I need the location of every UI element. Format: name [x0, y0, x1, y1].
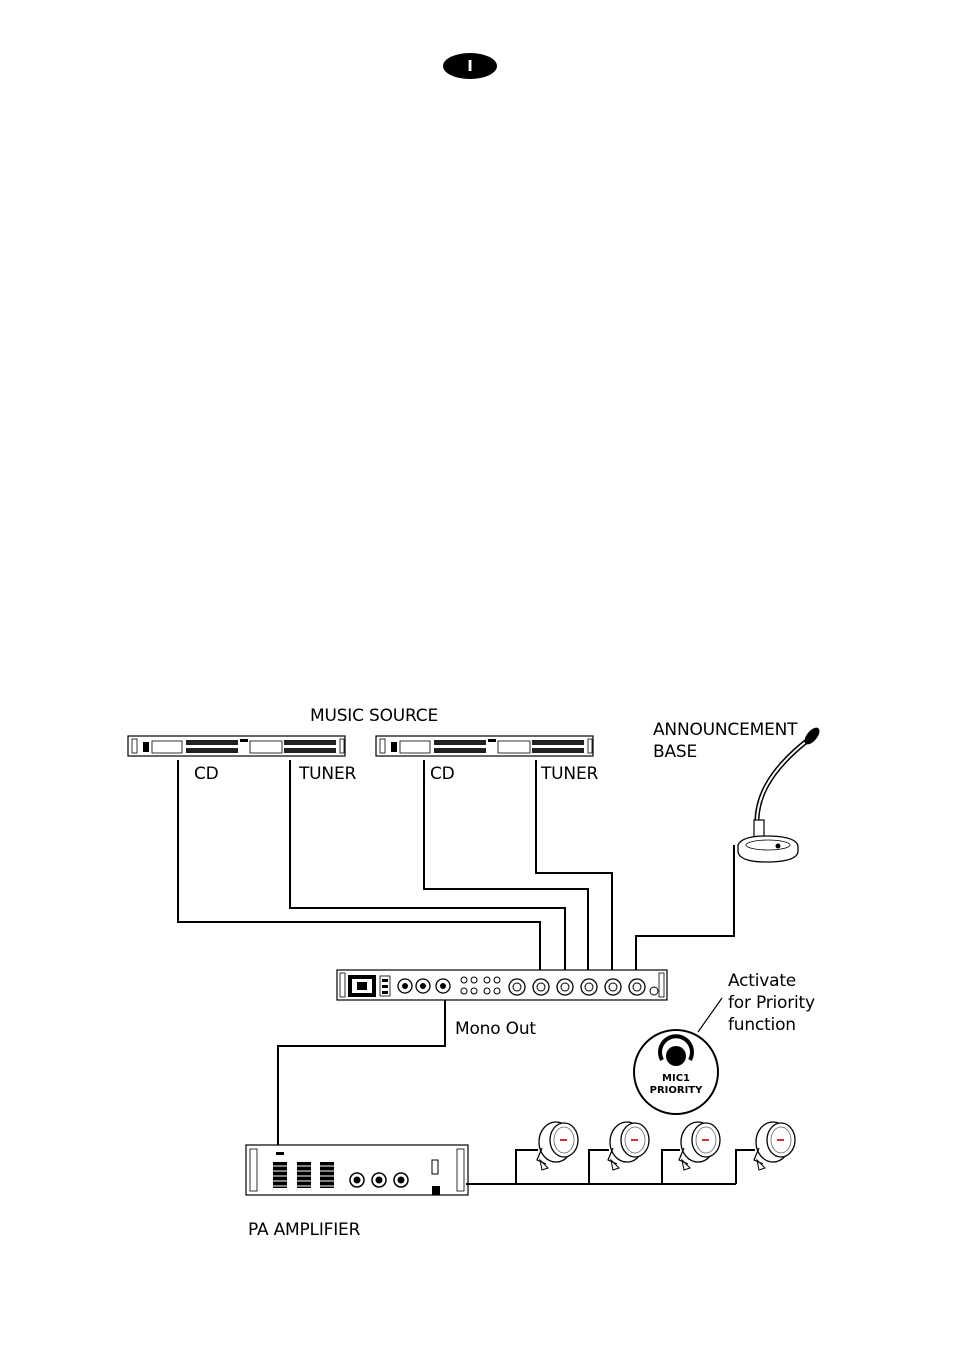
cd-label-2: CD: [430, 764, 455, 784]
announcement-microphone: [737, 727, 820, 863]
cd-label-1: CD: [194, 764, 219, 784]
speaker-group: [536, 1121, 796, 1171]
speaker: [536, 1121, 579, 1171]
amplifier-label: PA AMPLIFIER: [248, 1220, 361, 1240]
speaker: [678, 1121, 721, 1171]
mic1-priority-knob[interactable]: MIC1 PRIORITY: [633, 1029, 719, 1115]
speaker: [607, 1121, 650, 1171]
speaker: [753, 1121, 796, 1171]
music-source-unit-2: [375, 735, 594, 757]
music-source-label: MUSIC SOURCE: [310, 706, 438, 726]
priority-callout-pointer: [697, 997, 723, 1033]
speaker-cables: [466, 1149, 755, 1185]
announcement-label-line2: BASE: [653, 742, 697, 762]
priority-note-line1: Activate: [728, 971, 796, 991]
tuner-label-1: TUNER: [298, 764, 356, 784]
mixer-rear-panel: [336, 969, 668, 1001]
tuner-label-2: TUNER: [540, 764, 598, 784]
priority-knob-label-line1: MIC1: [662, 1073, 690, 1084]
priority-note-line3: function: [728, 1015, 796, 1035]
pa-amplifier: [245, 1144, 469, 1196]
mono-out-label: Mono Out: [455, 1019, 536, 1039]
priority-knob-label-line2: PRIORITY: [650, 1085, 703, 1096]
announcement-label-line1: ANNOUNCEMENT: [653, 720, 798, 740]
source-cables: [177, 760, 735, 972]
priority-note-line2: for Priority: [728, 993, 815, 1013]
mono-out-cable: [277, 1000, 446, 1145]
amplifier-vents: [273, 1162, 334, 1188]
language-badge-text: I: [467, 57, 473, 75]
language-badge: I: [443, 53, 497, 79]
music-source-unit-1: [127, 735, 346, 757]
